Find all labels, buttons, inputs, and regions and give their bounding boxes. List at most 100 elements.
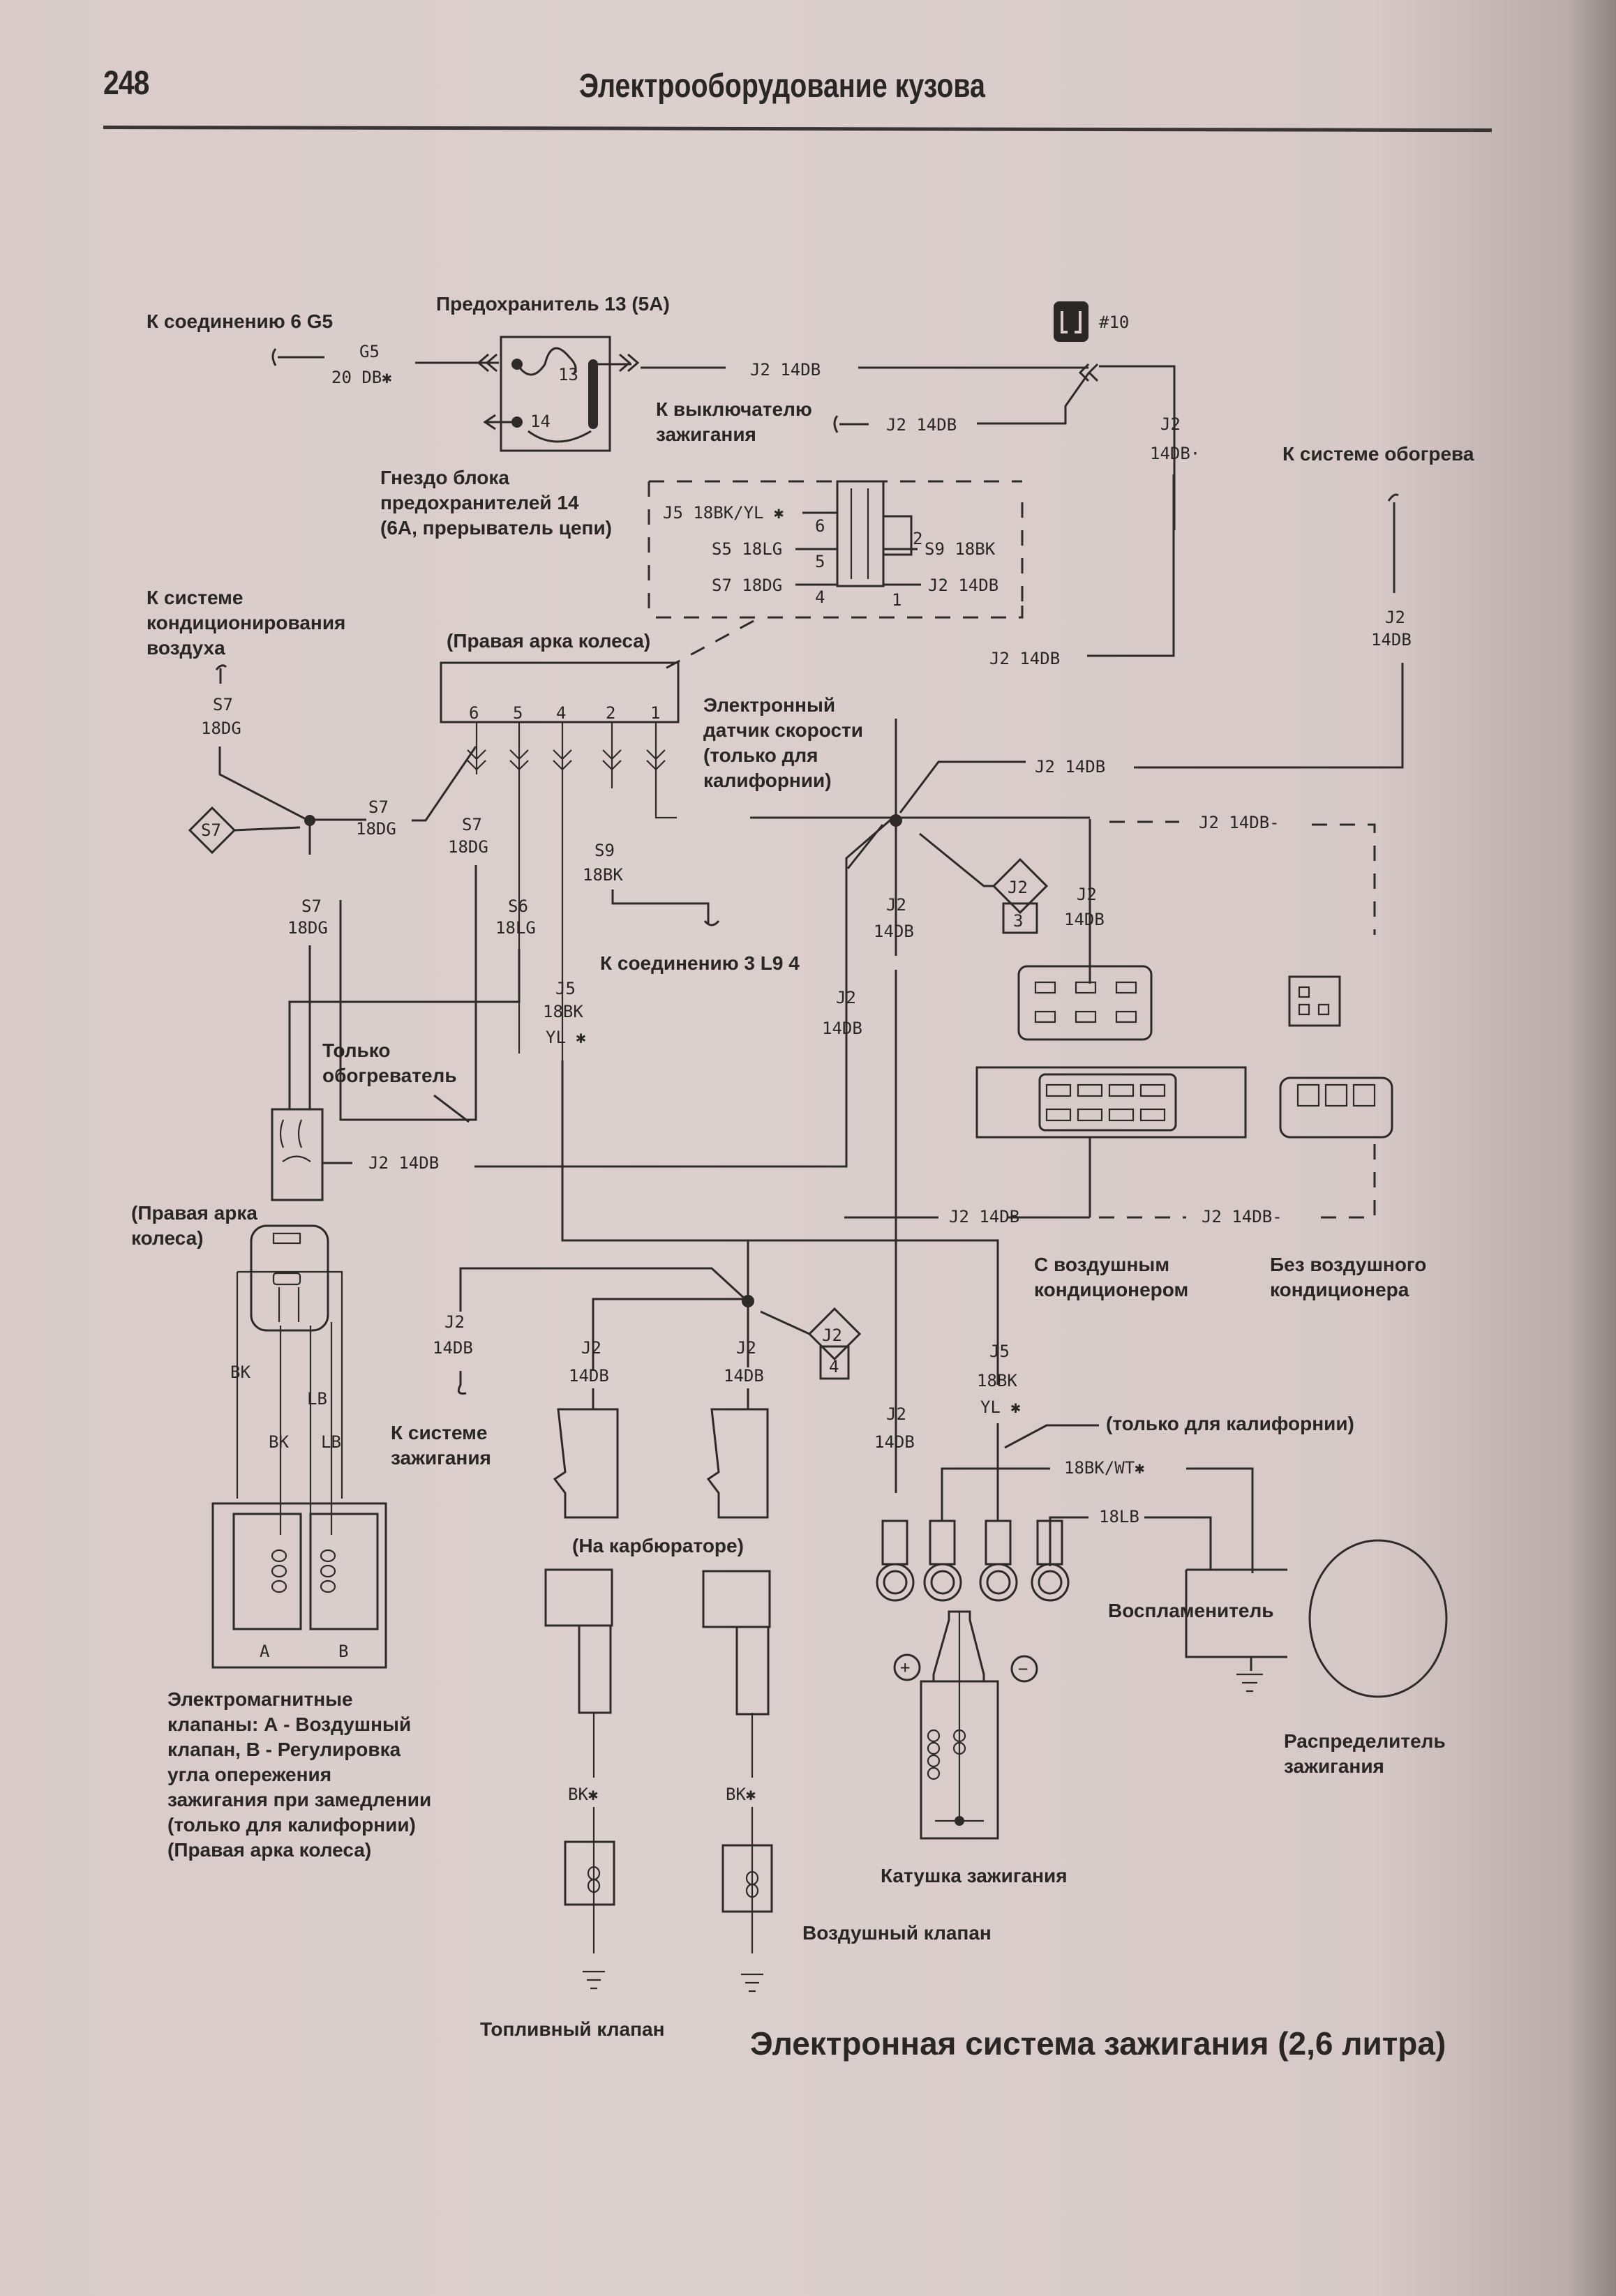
air-valve-head [702,1570,771,1628]
label-speed-sensor: датчик скорости [703,719,863,741]
splice-pointer [919,832,994,887]
label-fuse13: Предохранитель 13 (5A) [436,293,670,315]
page-number: 248 [103,65,149,102]
wire-heater-only [339,865,477,1121]
label-solenoid-valves: клапан, В - Регулировка [167,1739,401,1760]
detail-outline [648,480,1024,619]
fuel-valve-head [544,1568,613,1627]
connector-ac-body [975,1066,1247,1139]
splice-tag [1002,902,1038,934]
connector-ac-inner [1038,1073,1177,1132]
ignition-system: J5 18BK YL ✱ (только для калифорнии) J2 … [874,1342,1448,1886]
wire-j2-heater [1134,663,1404,769]
label-speed-sensor: (только для [703,744,818,766]
pin-6: 6 [815,516,825,536]
connector-pins [1034,981,1137,1023]
wire-j5 [561,1060,999,1385]
fuel-and-air-valves: BK✱ BK✱ Топливный клапан Воздушный клапа… [480,1568,992,2040]
connector-break-icon [215,664,227,684]
wire-s7-sensor [412,746,477,822]
wire-label-bk: BK✱ [726,1785,756,1804]
wire-s7-ac [218,746,366,821]
label-fuse-block: (6A, прерыватель цепи) [380,517,612,539]
label-distributor: Распределитель [1284,1730,1446,1752]
fuse-13: Предохранитель 13 (5A) 13 14 Гнездо блок… [380,293,670,539]
pointer-arrow-icon [1004,1424,1099,1449]
fuse-pin-13: 13 [558,365,578,384]
to-junction-6g5: К соединению 6 G5 G5 20 DB✱ [147,310,499,387]
label-to-ignition-system: К системе [391,1422,487,1443]
pin-5: 5 [815,552,825,571]
wire-label-14db: 14DB [1371,630,1412,650]
to-ac-system: К системе кондиционирования воздуха S7 1… [147,587,477,1109]
wire-label-s7: S7 [213,695,233,714]
pin-4: 4 [556,703,566,723]
wire-label-s7: S7 [462,815,482,834]
wire-label-18lb: 18LB [1099,1507,1139,1526]
wire-label-j2: J2 [444,1312,465,1332]
label-solenoid-valves: (Правая арка колеса) [167,1839,371,1861]
wire-label-s7: S7 [301,896,322,916]
pin-4: 4 [815,587,825,607]
connector-pins [1298,986,1330,1016]
wire-label-14db: 14DB [1064,910,1105,929]
wire-label-j2-14db: J2 14DB- [1202,1207,1282,1226]
valve-connector-body [250,1224,329,1332]
j2-splice-4: J2 4 J2 14DB К системе зажигания J2 14DB… [391,1240,862,1556]
label-to-heater: К системе обогрева [1282,443,1474,465]
wire-label-j2: J2 [1077,885,1097,904]
ring-terminals-icon [876,1520,1070,1602]
label-solenoid-valves: (только для калифорнии) [167,1814,416,1836]
splice-label-3: 3 [1013,911,1023,931]
splice-number: #10 [1099,313,1129,332]
splice-wires [592,1240,749,1371]
detail-leader [662,620,754,671]
label-fuse-block: предохранителей 14 [380,492,579,513]
splice-pointer [234,826,301,832]
label-speed-sensor: Электронный [703,694,835,716]
pin-6: 6 [469,703,479,723]
wire-j2-down [1087,474,1175,657]
connector-8pin [1017,965,1153,1041]
wire-label-18dg: 18DG [201,719,241,738]
label-fuel-valve: Топливный клапан [480,2018,665,2040]
coil-node-dot [955,1816,964,1826]
minus-terminal-icon [1010,1655,1038,1683]
label-igniter: Воспламенитель [1108,1600,1274,1621]
label-without-ac: кондиционера [1270,1279,1409,1300]
heater-connector: J2 14DB [271,816,894,1201]
wire-label-14db: 14DB [874,1432,915,1452]
label-solenoid-valves: угла опережения [167,1764,331,1785]
heater-connector-body [271,1108,324,1201]
fuel-valve-coil-box [564,1840,615,1906]
ground-icon [1236,1673,1263,1693]
wire-label-14db: 14DB [433,1338,473,1358]
label-with-ac: С воздушным [1034,1254,1169,1275]
wire-label-18bk: 18BK [543,1002,583,1021]
splice-box-icon [1054,301,1088,342]
pin-2: 2 [913,529,922,548]
splice-pointer [760,1310,810,1335]
wire-label-g5: G5 [359,342,380,361]
ac-connectors: J2 14DB J2 14DB- С воздушным кондиционер… [844,965,1426,1300]
wire-dashed-no-ac [1319,1144,1376,1219]
to-heater: К системе обогрева J2 14DB J2 14DB [1035,443,1474,776]
pin-2: 2 [606,703,615,723]
label-california-only: (только для калифорнии) [1106,1413,1354,1434]
wire-label-bk: BK [230,1363,250,1382]
label-with-ac: кондиционером [1034,1279,1188,1300]
label-heater-only: обогреватель [322,1065,457,1086]
connector-latch [882,515,913,556]
splice-glyph [1061,311,1082,333]
splice-diamond-icon [807,1307,862,1361]
wire-label-s7: S7 18DG [712,576,782,595]
bus-bar [588,359,598,429]
valve-connector-latch [272,1232,301,1245]
label-heater-only: Только [322,1040,391,1061]
label-air-valve: Воздушный клапан [802,1922,992,1944]
fuel-valve-stem [578,1624,612,1714]
wire-label-j5: J5 [555,979,576,998]
valve-label-b: B [338,1642,348,1661]
plus-sign: + [900,1658,910,1677]
